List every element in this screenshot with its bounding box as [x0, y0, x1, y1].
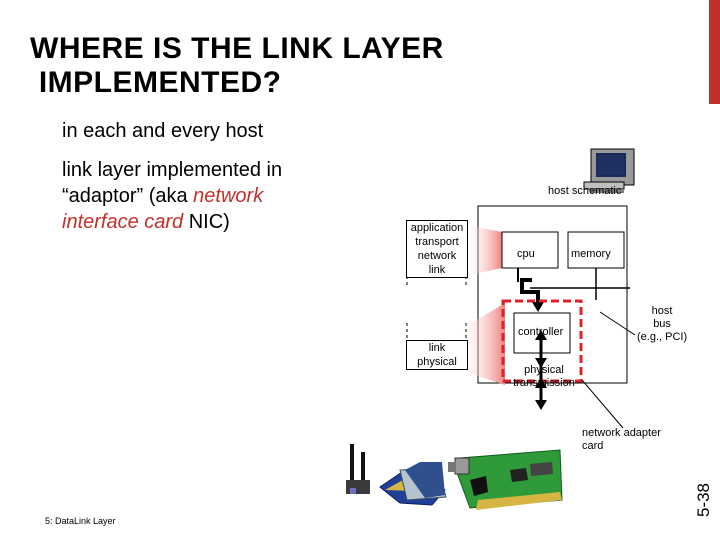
slide-number: 5-38 [692, 470, 716, 530]
host-bus-line-1: host [637, 305, 687, 318]
adapter-label-line-1: network adapter [582, 427, 661, 440]
stack-link-adapter: link [407, 341, 467, 355]
stack-physical: physical [407, 355, 467, 369]
protocol-stack-bottom: link physical [406, 340, 468, 370]
stack-network: network [407, 249, 467, 263]
host-bus-label: host bus (e.g., PCI) [637, 305, 687, 344]
protocol-stack-top: application transport network link [406, 220, 468, 278]
wireless-adapter-card-image [346, 444, 446, 505]
cpu-label: cpu [517, 248, 535, 261]
stack-application: application [407, 221, 467, 235]
top-stack-highlight [466, 225, 502, 276]
host-bus-line-3: (e.g., PCI) [637, 331, 687, 344]
pci-adapter-card-image [448, 450, 562, 510]
stack-link: link [407, 263, 467, 277]
adapter-label-line-2: card [582, 440, 661, 453]
host-bus-line-2: bus [637, 318, 687, 331]
footer-chapter: 5: DataLink Layer [45, 516, 116, 526]
host-schematic-label: host schematic [548, 185, 621, 198]
slide-number-text: 5-38 [694, 483, 714, 517]
physical-transmission-label: physical transmission [509, 364, 579, 390]
network-adapter-card-label: network adapter card [582, 427, 661, 453]
cpu-bus-arrow [522, 280, 538, 302]
stack-transport: transport [407, 235, 467, 249]
controller-label: controller [518, 326, 563, 339]
memory-label: memory [571, 248, 611, 261]
